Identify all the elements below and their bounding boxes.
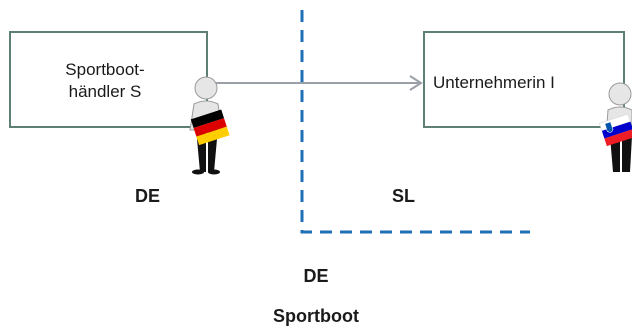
- left-box-label: Sportboot- händler S: [40, 59, 170, 103]
- arrow-right-icon: [210, 75, 423, 91]
- right-country-label: SL: [392, 186, 416, 206]
- bottom-country-label: DE: [303, 266, 329, 286]
- left-country-label: DE: [135, 186, 161, 206]
- right-box: [423, 31, 625, 128]
- left-box-label-line2: händler S: [68, 82, 142, 101]
- bottom-item-label: Sportboot: [273, 306, 359, 326]
- slovenian-flag-icon: [599, 113, 632, 147]
- left-box: [9, 31, 208, 128]
- left-box-label-line1: Sportboot-: [65, 60, 145, 79]
- right-box-label: Unternehmerin I: [433, 73, 555, 92]
- border-dashed-line: [300, 10, 530, 234]
- german-flag-icon: [190, 109, 230, 146]
